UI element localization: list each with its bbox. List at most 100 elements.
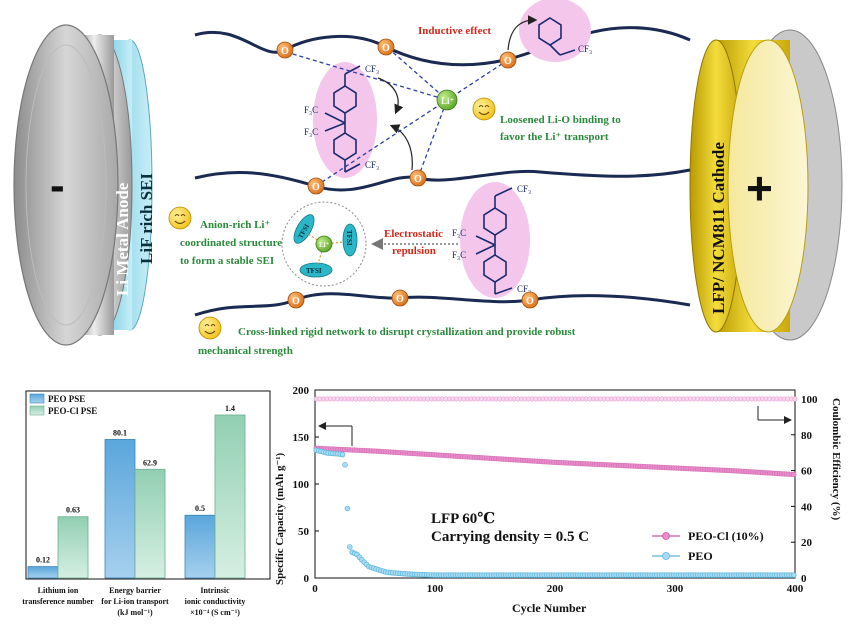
f3c-label-3: F₃C [452,228,466,238]
oxygen-atom [276,41,294,59]
phenyl-structure-top [538,17,576,56]
oxygen-atom-label: O [281,46,289,57]
oxygen-atom [521,291,539,309]
minus-sign: - [50,161,65,210]
x-tick-label: 400 [787,583,804,595]
cycling-ylabel: Specific Capacity (mAh g⁻¹) [274,452,286,585]
bar-peo-2 [184,514,216,579]
y2-tick-label: 80 [801,430,813,442]
oxygen-atom [307,177,325,195]
tfsi-links [307,233,345,265]
chain-bottom [194,292,691,317]
category-label: for Li-ion transport [101,597,169,606]
y-tick-label: 200 [293,385,310,397]
category-label: transference number [22,597,94,606]
point-peo-capacity [791,572,797,578]
category-label: ×10⁻⁴ (S cm⁻¹) [190,608,240,617]
bar-value-label: 0.12 [36,556,50,565]
f3c-label-2: F₃C [304,127,318,137]
li-ion-center [436,89,458,111]
cycling-series [313,396,798,578]
point-peo-capacity [347,544,353,550]
tfsi-anion-2: TFSI [342,223,358,257]
cf3-label-1: CF₃ [365,64,379,74]
legend-swatch [29,393,45,404]
crosslink-text-line2: mechanical strength [198,345,293,357]
cf3-label-3: CF₃ [517,184,531,194]
li-ion-cluster [315,235,333,253]
legend-label: PEO-Cl PSE [48,406,97,416]
sei-label: LiF rich SEI [137,173,156,264]
svg-text:TFSI: TFSI [345,230,353,246]
oxygen-atom [287,291,305,309]
y2-tick-label: 60 [801,466,813,478]
cycling-xlabel: Cycle Number [512,601,587,615]
svg-text:TFSI: TFSI [306,267,322,275]
oxygen-atom-label: O [396,294,404,305]
x-tick-label: 200 [547,583,564,595]
bar-peo-0 [27,566,59,579]
legend-label: PEO [688,549,713,563]
f3c-label-1: F₃C [304,105,318,115]
oxygen-atom [499,51,517,69]
bar-value-label: 80.1 [113,428,127,437]
coordination-lines [285,47,509,187]
oxygen-atom-label: O [414,174,422,185]
oxygen-atom-label: O [382,43,390,54]
point-peocl-capacity [791,471,797,478]
legend-label: PEO PSE [48,394,85,404]
polymer-chains [194,26,691,317]
oxygen-atom-label: O [292,296,300,307]
anode-electrode [13,24,153,346]
bisphenyl-structure-left [324,65,361,173]
cf3-label-5: CF₃ [578,44,592,54]
plus-sign: + [746,162,773,214]
oxygen-atom [377,38,395,56]
x-tick-label: 0 [312,583,318,595]
inductive-arrow [507,15,538,51]
curved-arrow-lower [389,124,413,171]
x-tick-label: 300 [667,583,684,595]
bar-peocl-2 [214,414,246,579]
y2-tick-label: 20 [801,537,813,549]
y-tick-label: 100 [293,479,310,491]
cycling-y2label: Coulombic Efficiency (%) [830,398,842,521]
electrostatic-text-line1: Electrostatic [384,228,443,240]
bar-peo-1 [104,439,136,579]
legend-label: PEO-Cl (10%) [688,529,764,543]
cathode-electrode [689,29,843,341]
point-peo-capacity [339,451,346,458]
anion-text-line3: to form a stable SEI [180,255,274,267]
cathode-label: LFP/ NCM811 Cathode [709,142,728,314]
x-tick-label: 100 [427,583,444,595]
cf3-label-2: CF₃ [365,160,379,170]
electrostatic-text-line2: repulsion [392,245,436,257]
point-peocl-ce [792,396,798,402]
smiley-icon-2 [168,206,192,230]
tfsi-anion-1: TFSI [293,214,315,244]
legend-swatch [29,405,45,416]
legend-marker [662,532,670,540]
y2-tick-label: 40 [801,501,813,513]
y2-tick-label: 100 [801,394,818,406]
li-ion-cluster-label: Li⁺ [319,241,330,249]
li-ion-center-label: Li⁺ [441,96,455,106]
category-label: Lithium ion [38,586,79,595]
bar-value-label: 0.5 [195,504,205,513]
point-peo-capacity [344,505,351,512]
f3c-label-4: F₃C [452,250,466,260]
y-tick-label: 50 [298,526,310,538]
smiley-icon-1 [472,97,496,121]
category-label: Intrinsic [200,586,230,595]
anion-text-line2: coordinated structure [180,237,282,249]
bar-value-label: 0.63 [66,506,80,515]
y-tick-label: 0 [304,573,310,585]
bisphenyl-structure-right [475,187,513,295]
